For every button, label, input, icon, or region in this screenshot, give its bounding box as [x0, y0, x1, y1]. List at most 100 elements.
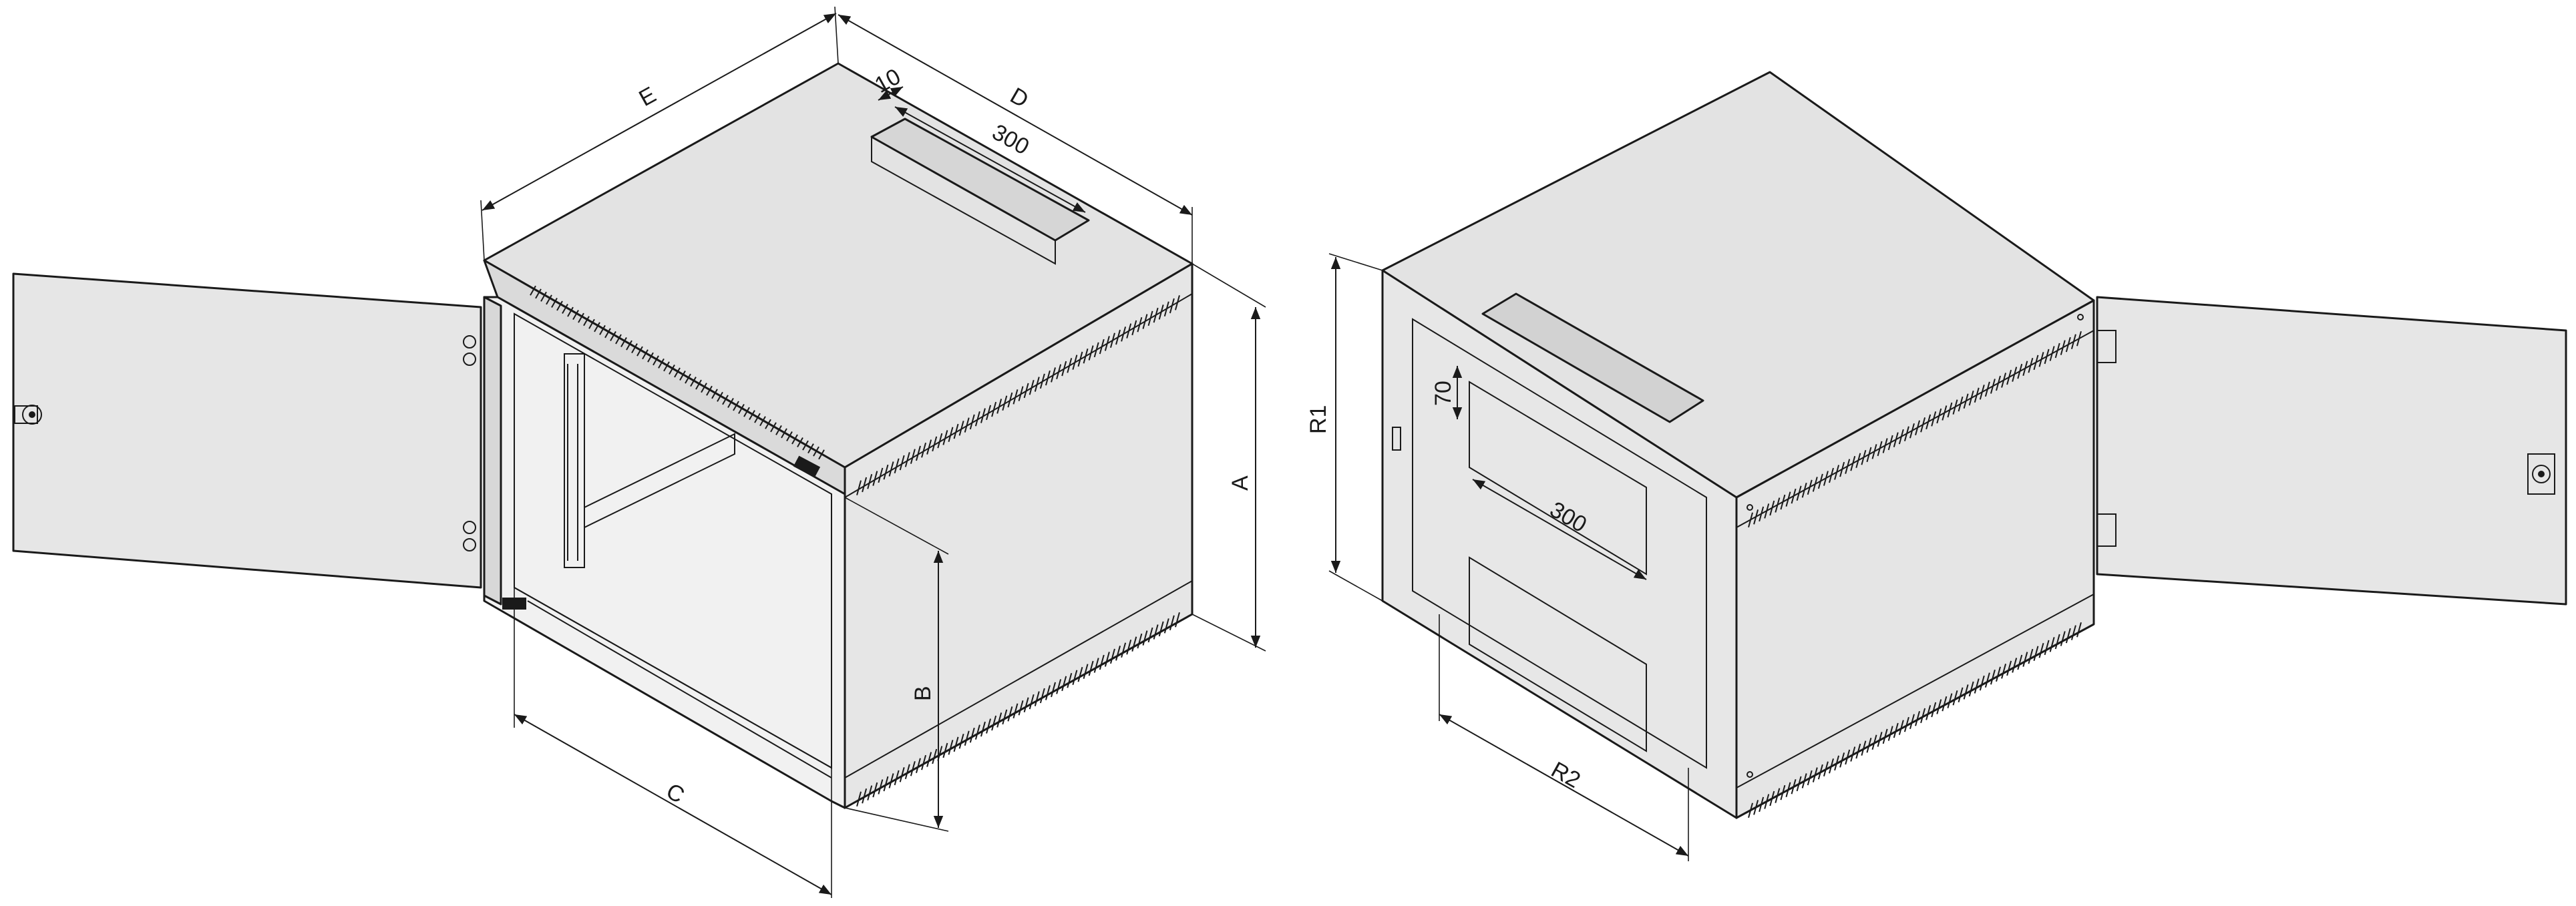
vent-slot	[926, 439, 932, 455]
vent-slot	[711, 389, 718, 399]
vent-slot	[786, 431, 793, 441]
vent-slot	[1764, 503, 1770, 519]
vent-slot	[738, 404, 745, 415]
vent-slot	[856, 480, 862, 495]
label-C: C	[662, 778, 689, 809]
vent-slot	[910, 760, 916, 776]
vent-slot	[722, 395, 729, 405]
vent-slot	[1968, 681, 1974, 697]
vent-slot	[1984, 672, 1990, 688]
vent-slot	[1759, 797, 1765, 813]
vent-slot	[904, 452, 910, 467]
right-open-door	[2096, 296, 2567, 606]
vent-slot	[2070, 334, 2076, 349]
vent-slot	[1109, 648, 1115, 664]
vent-slot	[669, 364, 675, 375]
vent-slot	[1920, 417, 1926, 433]
vent-slot	[1121, 642, 1127, 658]
vent-slot	[1077, 666, 1083, 682]
vent-slot	[862, 788, 868, 804]
vent-slot	[546, 294, 552, 305]
label-R2: R2	[1547, 757, 1584, 793]
right-back-slot-mark	[1392, 427, 1401, 451]
vent-slot	[1882, 728, 1888, 744]
vent-slot	[1072, 670, 1078, 685]
left-front-post	[483, 296, 502, 606]
vent-slot	[556, 300, 563, 311]
vent-slot	[610, 330, 616, 341]
vent-slot	[813, 446, 819, 457]
vent-slot	[1088, 345, 1094, 361]
vent-slot	[1131, 636, 1137, 652]
vent-slot	[921, 442, 927, 458]
vent-slot	[1780, 494, 1786, 510]
vent-slot	[1083, 664, 1089, 679]
vent-slot	[663, 361, 670, 372]
vent-slot	[2060, 340, 2066, 355]
vent-slot	[1121, 326, 1127, 342]
vent-slot	[562, 304, 568, 314]
vent-slot	[770, 422, 777, 433]
dim-line-cutout-300	[894, 106, 1086, 213]
left-top-latch	[793, 455, 821, 478]
vent-slot	[1791, 779, 1797, 795]
vent-slot	[980, 408, 986, 423]
vent-slot	[781, 428, 787, 439]
vent-slot	[727, 397, 734, 408]
vent-slot	[1753, 509, 1759, 525]
vent-slot	[1018, 700, 1024, 716]
vent-slot	[1850, 746, 1856, 762]
vent-slot	[626, 340, 632, 351]
vent-slot	[1056, 364, 1062, 380]
vent-slot	[1748, 803, 1753, 819]
vent-slot	[1925, 705, 1931, 720]
vent-slot	[2028, 358, 2034, 373]
vent-slot	[1163, 618, 1169, 634]
vent-slot	[1769, 790, 1775, 807]
vent-slot	[2022, 652, 2028, 667]
vent-slot	[1137, 633, 1143, 649]
vent-slot	[1812, 767, 1818, 782]
vent-slot	[1115, 646, 1121, 661]
dim-line-10	[878, 86, 904, 101]
vent-slot	[2006, 660, 2012, 676]
vent-slot	[986, 718, 992, 734]
vent-slot	[964, 417, 970, 433]
vent-slot	[658, 358, 665, 369]
vent-slot	[867, 785, 873, 801]
vent-slot	[932, 436, 938, 452]
vent-slot	[958, 421, 964, 436]
vent-slot	[1099, 654, 1105, 670]
vent-slot	[2049, 637, 2055, 652]
vent-slot	[942, 430, 948, 445]
vent-slot	[910, 449, 916, 464]
vent-slot	[2001, 373, 2007, 388]
vent-slot	[2038, 352, 2044, 367]
vent-slot	[1823, 471, 1829, 486]
vent-slot	[1974, 678, 1980, 694]
vent-slot	[2012, 367, 2018, 382]
vent-slot	[2028, 648, 2034, 664]
vent-slot	[818, 449, 825, 460]
left-side-vents	[530, 262, 1193, 809]
vent-slot	[749, 410, 755, 421]
vent-slot	[969, 414, 975, 430]
vent-slot	[588, 318, 595, 329]
vent-slot	[1871, 444, 1877, 459]
vent-slot	[2001, 664, 2007, 679]
vent-slot	[1034, 691, 1040, 706]
vent-slot	[1877, 441, 1883, 457]
vent-slot	[802, 440, 809, 451]
vent-slot	[1764, 794, 1770, 809]
vent-slot	[1882, 438, 1888, 453]
vent-slot	[2006, 369, 2012, 385]
label-70: 70	[1431, 381, 1456, 406]
vent-slot	[2044, 640, 2050, 656]
vent-slot	[958, 734, 964, 749]
vent-slot	[872, 782, 878, 798]
vent-slot	[1807, 479, 1813, 495]
vent-slot	[856, 791, 862, 807]
right-back-slot-upper	[1469, 381, 1647, 576]
vent-slot	[894, 770, 900, 786]
vent-slot	[1126, 323, 1132, 338]
